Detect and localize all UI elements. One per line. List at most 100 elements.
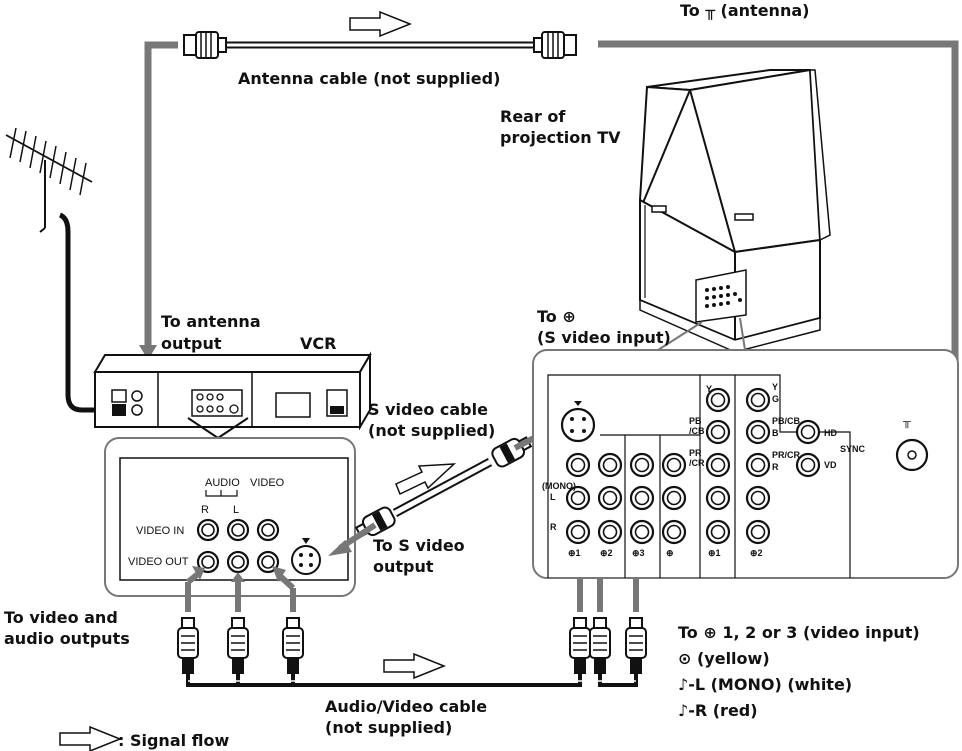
label-signal-flow: : Signal flow (118, 731, 230, 750)
tv-label-y2: Y (772, 382, 778, 392)
av-cable (186, 674, 638, 687)
label-av-cable-2: (not supplied) (325, 718, 452, 737)
tv-label-hd: HD (824, 428, 837, 438)
tv-jack-comp1-y (705, 387, 731, 413)
rca-plug (282, 617, 304, 674)
tv-jack-comp1-pr (705, 452, 731, 478)
tv-jack-audio-r-out (661, 519, 687, 545)
label-to-s-video-output-1: To S video (373, 536, 465, 555)
label-to-video-audio-2: audio outputs (4, 629, 130, 648)
tv-label-comp2: ⊕2 (750, 548, 763, 558)
label-red: ♪-R (red) (678, 701, 758, 720)
tv-jack-comp1-pb (705, 419, 731, 445)
vcr-video-label: VIDEO (250, 477, 285, 489)
label-vcr: VCR (300, 334, 336, 353)
tv-jack-audio-r-in3 (629, 519, 655, 545)
tv-jack-vd (795, 452, 821, 478)
label-to-s-video-output-2: output (373, 557, 434, 576)
vcr-video-in-label: VIDEO IN (136, 525, 184, 537)
label-s-video-cable-2: (not supplied) (368, 421, 495, 440)
tv-label-antenna: ╥ (902, 416, 911, 429)
tv-label-in3: ⊕3 (632, 548, 645, 558)
tv-antenna-jack (895, 438, 929, 472)
tv-label-cb: /CB (689, 426, 705, 436)
tv-jack-comp2-r (745, 519, 771, 545)
rca-plug (589, 617, 611, 674)
outdoor-antenna-cable (58, 212, 122, 413)
tv-jack-comp1-l (705, 485, 731, 511)
vcr-r-label: R (201, 504, 209, 516)
vcr-jack-video-in (256, 518, 280, 542)
vcr-video-out-label: VIDEO OUT (128, 556, 189, 568)
tv-jack-hd (795, 419, 821, 445)
tv-jack-video-in1 (565, 452, 591, 478)
label-antenna-cable: Antenna cable (not supplied) (238, 69, 500, 88)
rca-plug (227, 617, 249, 674)
label-yellow: ⊙ (yellow) (678, 649, 770, 668)
rca-plug (569, 617, 591, 674)
tv-label-sync: SYNC (840, 444, 866, 454)
vcr-audio-label: AUDIO (205, 477, 240, 489)
label-av-cable-1: Audio/Video cable (325, 697, 487, 716)
tv-label-pr2: PR/CR (772, 450, 801, 460)
vcr-output-arrows (185, 566, 296, 612)
label-rear-tv-2: projection TV (500, 128, 621, 147)
vcr-jack-audio-out-l (226, 550, 250, 574)
tv-jack-audio-l-out (661, 485, 687, 511)
tv-panel-enlarged: Y PB /CB PR /CR Y G PB/CB B PR/CR R HD V… (532, 349, 959, 579)
tv-jack-comp1-r (705, 519, 731, 545)
label-to-s-video-input-1: To ⊕ (537, 307, 576, 326)
signal-flow-arrow-svideo (395, 463, 457, 496)
label-to-s-video-input-2: (S video input) (537, 328, 671, 347)
tv-jack-video-out (661, 452, 687, 478)
tv-jack-audio-l-in1 (565, 485, 591, 511)
tv-label-r: R (772, 462, 779, 472)
outdoor-antenna-icon (5, 127, 93, 233)
tv-label-in2: ⊕2 (600, 548, 613, 558)
antenna-cable-connector-left (183, 31, 227, 59)
tv-label-b: B (772, 428, 779, 438)
label-to-antenna-output-2: output (161, 334, 222, 353)
tv-label-cr: /CR (689, 458, 705, 468)
vcr-panel-enlarged: AUDIO VIDEO R L VIDEO IN VIDEO OUT (104, 437, 356, 597)
vcr-jack-audio-in-l (226, 518, 250, 542)
vcr-l-label: L (233, 504, 239, 516)
s-video-cable (354, 436, 533, 538)
tv-jack-video-in3 (629, 452, 655, 478)
label-to-video-audio-1: To video and (4, 608, 118, 627)
tv-label-out: ⊕ (666, 548, 674, 558)
rca-plug (625, 617, 647, 674)
tv-input-panel-small (695, 269, 747, 323)
tv-jack-comp2-pb (745, 419, 771, 445)
tv-jack-video-in2 (597, 452, 623, 478)
tv-label-in1: ⊕1 (568, 548, 581, 558)
tv-label-y1: Y (706, 384, 712, 394)
tv-jack-audio-l-in3 (629, 485, 655, 511)
tv-jack-audio-l-in2 (597, 485, 623, 511)
signal-flow-legend-arrow (59, 725, 123, 751)
tv-label-r-audio: R (550, 522, 557, 532)
label-to-antenna: To ╥ (antenna) (680, 1, 809, 20)
tv-label-g: G (772, 394, 779, 404)
label-rear-tv-1: Rear of (500, 107, 566, 126)
rca-plug (177, 617, 199, 674)
vcr-s-video-out-jack (291, 538, 321, 575)
antenna-cable (183, 31, 577, 59)
tv-label-l: L (550, 492, 556, 502)
projection-tv-rear (639, 68, 831, 353)
vcr-jack-audio-in-r (196, 518, 220, 542)
label-white: ♪-L (MONO) (white) (678, 675, 852, 694)
label-to-antenna-output-1: To antenna (161, 312, 261, 331)
vcr-jack-video-out (196, 550, 220, 574)
tv-jack-comp2-y (745, 387, 771, 413)
tv-label-mono: (MONO) (542, 481, 576, 491)
av-plugs-tv (569, 617, 647, 674)
label-s-video-cable-1: S video cable (368, 400, 488, 419)
antenna-cable-connector-right (533, 31, 577, 59)
tv-label-comp1: ⊕1 (708, 548, 721, 558)
tv-label-pr: PR (689, 448, 702, 458)
signal-flow-arrow-bottom (383, 652, 447, 680)
tv-jack-audio-r-in1 (565, 519, 591, 545)
vcr-device (93, 351, 372, 431)
